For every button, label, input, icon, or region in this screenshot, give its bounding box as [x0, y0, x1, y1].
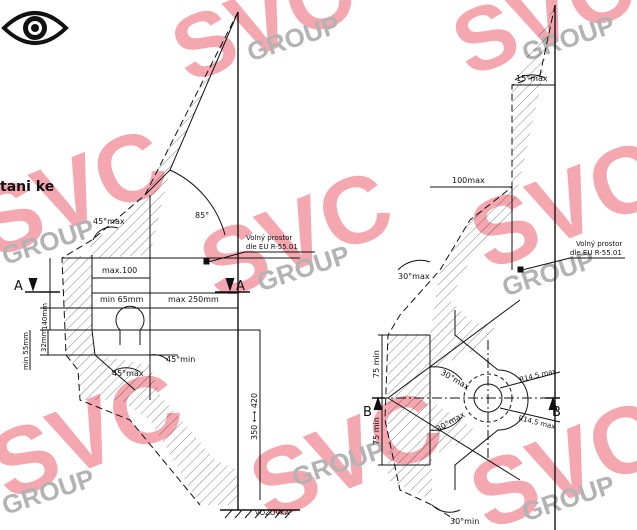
header-cut-text: tani ke [0, 179, 54, 195]
section-a-right: A [236, 279, 245, 294]
dim-350-420-label: 350 ⟷ 420 [250, 393, 259, 440]
dim-min55-label: min 55mm [22, 332, 30, 370]
angle-45max-lower-label: 45°max [112, 369, 144, 378]
dim-max250-label: max 250mm [168, 295, 219, 304]
dim-75min-top-label: 75 min [372, 350, 381, 378]
left-drawing [25, 11, 315, 519]
free-space-label-right: Volný prostor [576, 240, 622, 248]
angle-30max-upper-label: 30°max [398, 272, 430, 281]
angle-45min-label: 45°min [166, 355, 195, 364]
section-b-left: B [363, 405, 372, 420]
dim-140-label: 140mm [41, 303, 49, 330]
dim-min65-label: min 65mm [100, 295, 144, 304]
dim-100max-label: 100max [452, 176, 485, 185]
right-drawing [372, 4, 625, 530]
eye-icon[interactable] [1, 11, 69, 45]
free-space-norm-right: dle EU R-55.01 [570, 249, 622, 257]
watermark-logo: SVC [186, 150, 407, 321]
right-labels: 15°max 100max Volný prostor dle EU R-55.… [363, 74, 622, 526]
dim-75min-bottom-label: 75 min [372, 417, 381, 445]
section-a-left: A [14, 279, 23, 294]
dim-max100-label: max.100 [102, 266, 137, 275]
free-space-norm: dle EU R-55.01 [246, 243, 298, 251]
angle-45max-label: 45°max [93, 217, 125, 226]
left-labels: 85° 45°max Volný prostor dle EU R-55.01 … [14, 211, 298, 517]
section-b-right: B [552, 405, 561, 420]
angle-15max-label: 15°max [516, 74, 548, 83]
angle-85-label: 85° [195, 211, 209, 220]
angle-30max-inner-top: 30°max [439, 368, 471, 392]
radius-upper-label: R14,5 max [519, 367, 558, 384]
ground-label: VOZOVKA [255, 509, 290, 517]
angle-30min-label: 30°min [450, 517, 479, 526]
free-space-label: Volný prostor [246, 234, 292, 242]
dim-32-label: 32mm [40, 329, 48, 352]
